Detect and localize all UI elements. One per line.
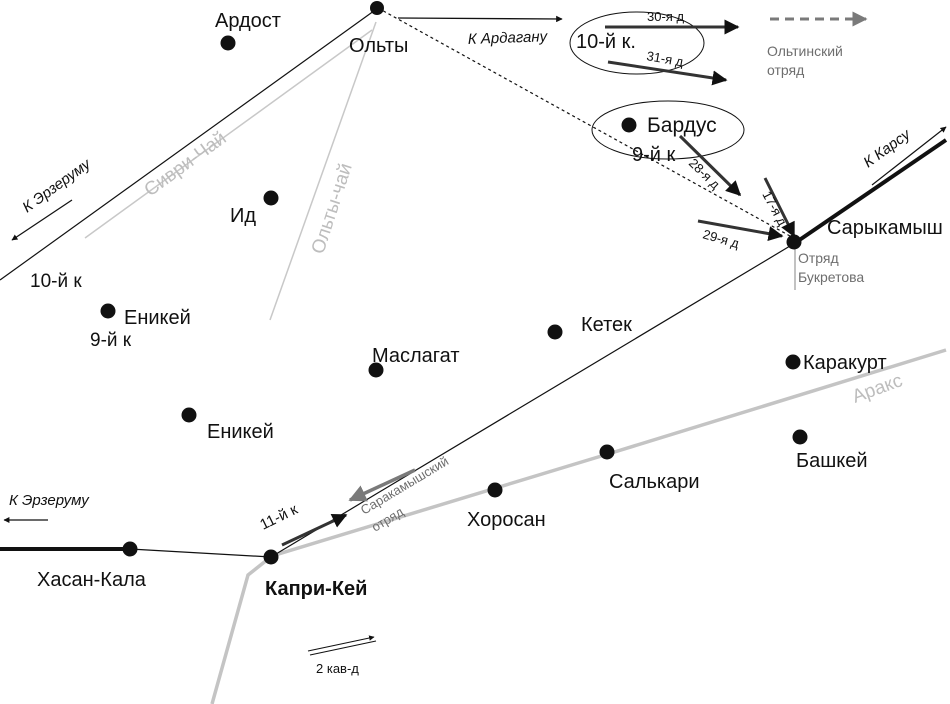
corps-9-bardus-label: 9-й к bbox=[632, 144, 676, 166]
railway-kars bbox=[793, 138, 948, 245]
div-29-label: 29-я д bbox=[701, 226, 741, 251]
hasan-kala-marker bbox=[122, 541, 138, 557]
div-31-label: 31-я д bbox=[645, 48, 684, 69]
enikey-north-label: Еникей bbox=[124, 307, 191, 329]
karakurt-marker bbox=[785, 354, 801, 370]
corps-10-ellipse bbox=[569, 11, 705, 75]
bardus-marker bbox=[621, 117, 637, 133]
olty-chai-label: Ольты-чай bbox=[308, 161, 357, 257]
to-kars-arrow bbox=[871, 126, 947, 186]
olty-chai-river bbox=[269, 21, 377, 321]
sarykamysh-label: Сарыкамыш bbox=[827, 217, 943, 239]
khorosan-marker bbox=[487, 482, 503, 498]
enikey-south-label: Еникей bbox=[207, 421, 274, 443]
div-17-arrow bbox=[763, 177, 796, 238]
to-kars-label: К Карсу bbox=[860, 125, 914, 171]
div-31-arrow bbox=[607, 60, 728, 86]
direction-labels: К Ардагану К Эрзеруму К Эрзеруму К Карсу bbox=[9, 28, 915, 509]
enikey-north-marker bbox=[100, 303, 116, 319]
bukretov-label-line2: Букретова bbox=[798, 269, 864, 285]
road-olty-west bbox=[0, 7, 379, 281]
to-erzurum-south-label: К Эрзеруму bbox=[9, 492, 90, 509]
road-kapri-sarykamysh bbox=[270, 242, 796, 558]
corps-10-east-label: 10-й к. bbox=[576, 31, 636, 53]
olty-detachment-label-line2: отряд bbox=[767, 62, 804, 78]
kapri-key-marker bbox=[263, 549, 279, 565]
sarykamysh-detachment-arrow bbox=[348, 468, 416, 502]
sivri-chai-label: Сиври-Чай bbox=[141, 128, 231, 201]
hasan-kala-label: Хасан-Кала bbox=[37, 569, 147, 591]
to-erzurum-north-label: К Эрзеруму bbox=[19, 155, 95, 216]
karakurt-label: Каракурт bbox=[803, 352, 887, 374]
sivri-chai-river bbox=[84, 29, 373, 239]
roads bbox=[0, 7, 948, 558]
corps-11-arrow bbox=[281, 513, 348, 547]
corps-9-west-label: 9-й к bbox=[90, 330, 132, 351]
sarykamysh-detachment-label-line1: Саракамышский bbox=[358, 453, 451, 517]
div-28-arrow bbox=[678, 134, 742, 197]
town-labels: Ардост Ольты Ид Еникей Маслагат Еникей К… bbox=[37, 10, 943, 600]
cav-div-2-label: 2 кав-д bbox=[316, 661, 359, 676]
sarykamysh-marker bbox=[786, 234, 802, 250]
maslagat-marker bbox=[368, 362, 384, 378]
div-17-label: 17-я д bbox=[759, 188, 790, 228]
khorosan-label: Хоросан bbox=[467, 509, 546, 531]
town-markers bbox=[100, 1, 808, 565]
olty-label: Ольты bbox=[349, 35, 408, 57]
detachment-labels: Ольтинский отряд Отряд Букретова Саракам… bbox=[358, 43, 865, 535]
div-30-label: 30-я д bbox=[647, 9, 684, 24]
cav-div-2-arrow-b bbox=[309, 640, 377, 656]
corps-11-label: 11-й к bbox=[257, 501, 301, 534]
div-29-arrow bbox=[697, 219, 784, 242]
id-marker bbox=[263, 190, 279, 206]
olty-detachment-label-line1: Ольтинский bbox=[767, 43, 843, 59]
olty-sarykamysh-dashed-route bbox=[377, 7, 791, 237]
to-erzurum-north-arrow bbox=[11, 199, 73, 241]
bardus-label: Бардус bbox=[647, 114, 717, 137]
road-hasan-kapri bbox=[129, 548, 272, 558]
id-label: Ид bbox=[230, 205, 256, 227]
bardus-corps-9-ellipse bbox=[591, 100, 745, 160]
olty-marker bbox=[370, 1, 384, 15]
ardost-label: Ардост bbox=[215, 10, 281, 32]
movement-arrows bbox=[3, 11, 947, 656]
enikey-south-marker bbox=[181, 407, 197, 423]
bukretov-label-line1: Отряд bbox=[798, 250, 839, 266]
maslagat-label: Маслагат bbox=[372, 345, 460, 367]
ardost-marker bbox=[220, 35, 236, 51]
kapri-key-label: Капри-Кей bbox=[265, 578, 367, 600]
bashkey-marker bbox=[792, 429, 808, 445]
cav-div-2-arrow-a bbox=[307, 635, 375, 652]
corps-10-west-label: 10-й к bbox=[30, 271, 82, 292]
salkari-label: Салькари bbox=[609, 471, 700, 493]
ketek-label: Кетек bbox=[581, 314, 632, 336]
ketek-marker bbox=[547, 324, 563, 340]
to-ardagan-arrow bbox=[397, 15, 563, 23]
bashkey-label: Башкей bbox=[796, 450, 868, 472]
to-ardagan-label: К Ардагану bbox=[468, 28, 549, 48]
salkari-marker bbox=[599, 444, 615, 460]
